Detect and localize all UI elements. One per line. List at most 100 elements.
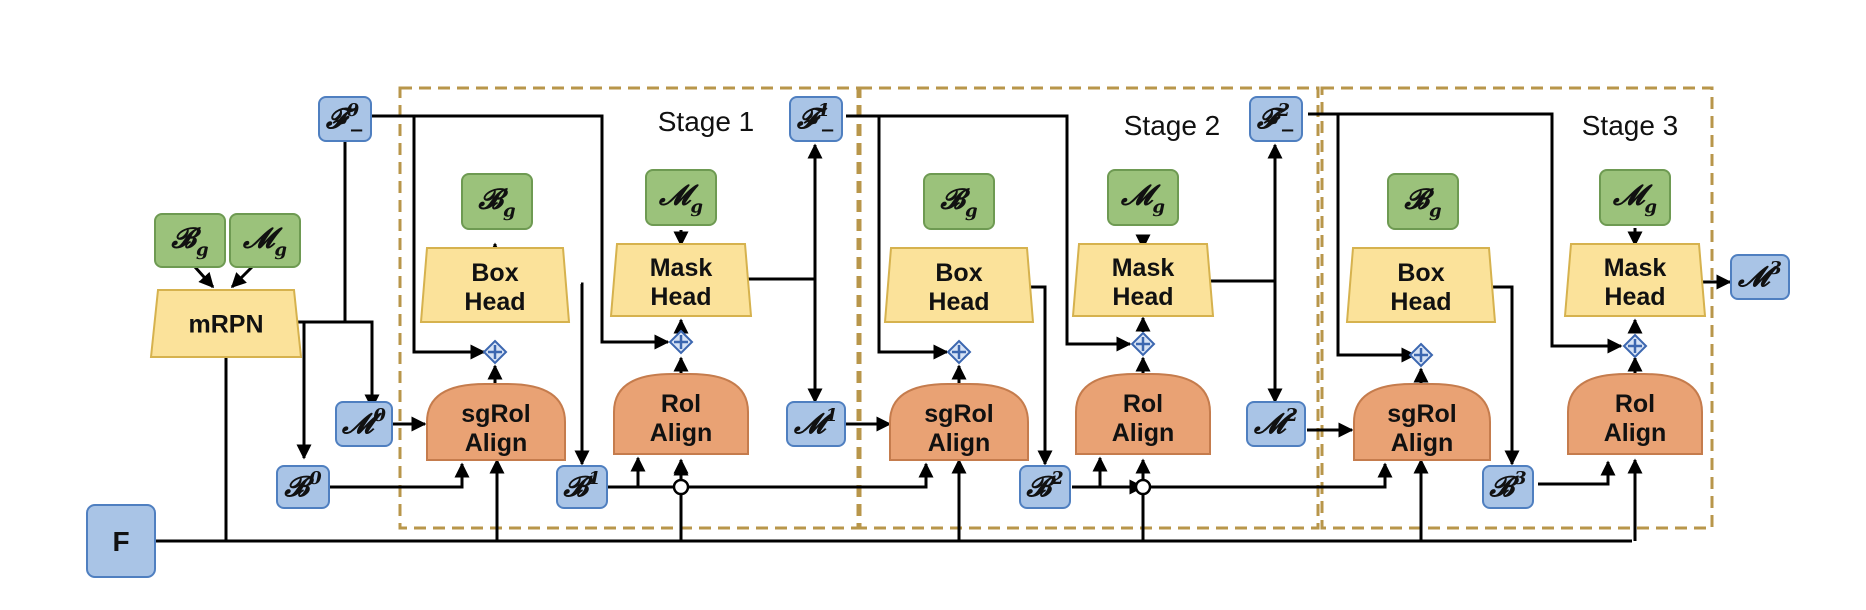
stage-3-roi-align-shape	[1567, 373, 1703, 455]
stage-1-feature-output: 𝓕1−	[796, 100, 835, 141]
stage-3-box-head-label-2: Head	[1390, 288, 1451, 316]
stage-3-box-head-shape	[1345, 247, 1497, 323]
connector-line	[1029, 285, 1053, 466]
stage-1-box-head-shape	[419, 247, 571, 323]
stage-3-box-output-box	[1482, 465, 1534, 509]
sum-node-plus	[488, 345, 502, 359]
mrpn-box-prior-box	[154, 213, 226, 268]
stage-2-sgroi-align-shape	[889, 383, 1029, 461]
stage-2-mask-output-sup: 2	[1284, 405, 1298, 426]
nodes	[86, 96, 1790, 578]
stage-3-box-prior-sub: g	[1429, 201, 1442, 222]
stage-1-feature-output-box	[789, 96, 843, 142]
stage-2-box-output-box	[1019, 465, 1071, 509]
junction-dot	[672, 478, 690, 496]
stage-2-roi-align-label-1: Rol	[1123, 390, 1163, 418]
stage-3-mask-output-box	[1730, 254, 1790, 300]
stage-3-mask-head-shape	[1563, 243, 1707, 317]
stage-1-mask-prior-sub: g	[690, 197, 703, 218]
stage-2-feature-output: 𝓕2−	[1256, 100, 1295, 141]
connections	[155, 112, 1732, 543]
stage-1-box-output-box	[556, 465, 608, 509]
junction-dot	[1134, 478, 1152, 496]
connector-line	[1336, 114, 1417, 363]
stage-1-mask-output-box	[786, 401, 846, 447]
stage-1-title: Stage 1	[658, 106, 755, 137]
stage-3-box-output-sup: 3	[1514, 468, 1527, 489]
stage-1-box-output-sup: 1	[588, 468, 601, 489]
mask-0-box	[335, 401, 393, 447]
stage-1-sgroi-align-label-2: Align	[465, 429, 528, 457]
connector-line	[295, 320, 380, 410]
stage-1-roi-align-label-1: Rol	[661, 390, 701, 418]
stage-frame-1	[398, 86, 860, 530]
stage-1-roi-align-shape	[613, 373, 749, 455]
stage-frame-3	[1320, 86, 1714, 530]
stage-2-sgroi-align-label-1: sgRol	[924, 400, 993, 428]
stage-1-mask-head-label-1: Mask	[650, 254, 713, 282]
stage-1-mask-head-label-2: Head	[650, 283, 711, 311]
stage-2-mask-head-shape	[1071, 243, 1215, 317]
connector-line	[1072, 456, 1108, 489]
mrpn-shape	[149, 289, 303, 358]
sum-node-plus	[1136, 337, 1150, 351]
mask-0-sup: 0	[373, 405, 386, 426]
stage-2-mask-head-label-1: Mask	[1112, 254, 1175, 282]
stage-1-mask-prior-box	[645, 169, 717, 226]
connector-line	[193, 265, 215, 289]
connector-line	[1202, 279, 1283, 404]
stage-3-mask-head-label-2: Head	[1604, 283, 1665, 311]
stage-2-box-output-sup: 2	[1050, 468, 1064, 489]
stage-1-sgroi-align-shape	[426, 383, 566, 461]
stage-3-sgroi-align-label-2: Align	[1391, 429, 1454, 457]
connector-line	[230, 265, 254, 289]
connector-line	[607, 460, 689, 489]
stage-2-box-prior-box	[923, 173, 995, 230]
stage-3-title: Stage 3	[1582, 110, 1679, 141]
stage-3-mask-prior-sub: g	[1644, 197, 1657, 218]
stage-3-sgroi-align-shape	[1353, 383, 1491, 461]
stage-2-box-head-shape	[883, 247, 1035, 323]
mrpn-label: mRPN	[188, 311, 263, 339]
stage-frame-2	[858, 86, 1320, 530]
feature-0-sub: −	[349, 120, 364, 141]
box-0-sup: 0	[309, 468, 322, 489]
input-feature-label: F	[112, 526, 129, 557]
sum-node-plus	[952, 345, 966, 359]
stage-2-mask-prior-box	[1107, 169, 1179, 226]
connector-line	[681, 462, 934, 489]
connector-line	[1143, 462, 1393, 489]
mrpn-mask-prior-box	[229, 213, 301, 268]
stage-2-box-head-label-2: Head	[928, 288, 989, 316]
connector-line	[412, 116, 486, 360]
stage-1-feature-output-sub: −	[820, 120, 835, 141]
stage-1-box-prior-sub: g	[503, 201, 516, 222]
stage-2-mask-prior-sub: g	[1152, 197, 1165, 218]
connector-line	[1308, 112, 1623, 354]
stage-2-feature-output-sup: 2	[1277, 100, 1291, 121]
stage-3-sgroi-align-label-1: sgRol	[1387, 400, 1456, 428]
connector-line	[1492, 285, 1520, 466]
stage-3-roi-align-label-1: Rol	[1615, 390, 1655, 418]
stage-3-box-prior-box	[1387, 173, 1459, 230]
stage-1-box-head-label-2: Head	[464, 288, 525, 316]
stage-2-feature-output-sub: −	[1280, 120, 1295, 141]
connector-line	[742, 277, 823, 404]
connector-line	[846, 114, 1132, 352]
stage-2-mask-output-box	[1246, 401, 1306, 447]
mrpn-box-prior-sub: g	[196, 240, 209, 261]
stage-2-title: Stage 2	[1124, 110, 1221, 141]
stage-2-mask-head-label-2: Head	[1112, 283, 1173, 311]
connector-line	[1538, 460, 1616, 486]
stage-1-sgroi-align-label-1: sgRol	[461, 400, 530, 428]
stage-1-feature-output-sup: 1	[818, 100, 831, 121]
stage-3-mask-prior: 𝓜g	[1612, 179, 1657, 218]
stage-2-box-head-label-1: Box	[935, 259, 982, 287]
box-0-box	[276, 465, 330, 509]
feature-0-sup: 0	[347, 100, 360, 121]
stage-1-mask-head-shape	[609, 243, 753, 317]
sum-node-plus	[1414, 348, 1428, 362]
stage-1-box-output: 𝓑1	[562, 468, 600, 503]
